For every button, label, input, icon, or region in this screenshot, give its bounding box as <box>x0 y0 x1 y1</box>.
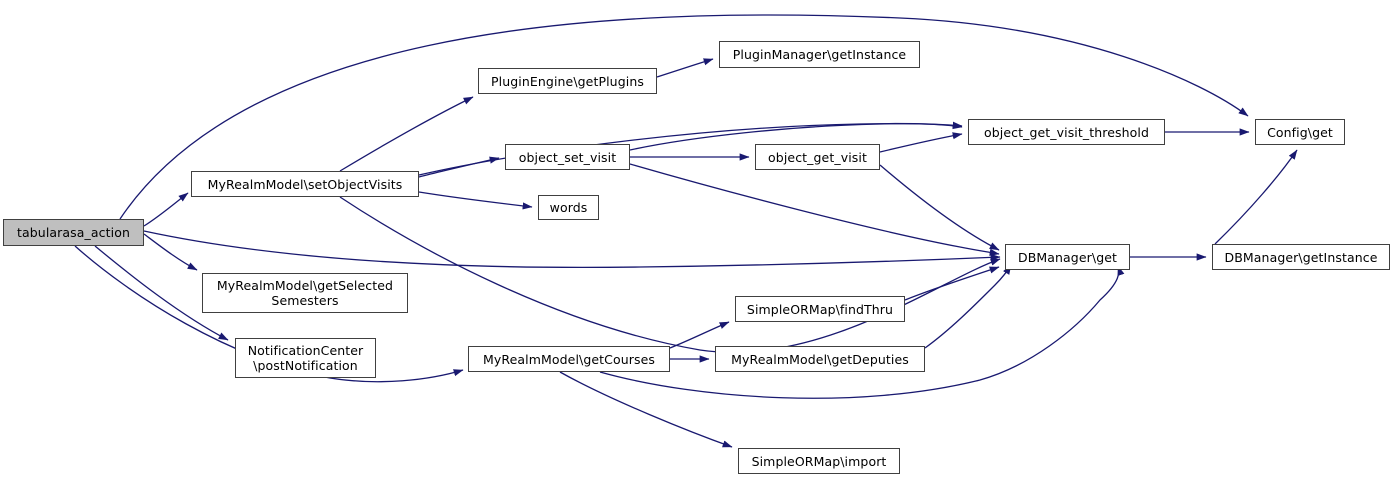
call-edge <box>629 163 1000 256</box>
node-words[interactable]: words <box>538 195 599 220</box>
call-edge <box>339 96 474 172</box>
node-object_get_visit[interactable]: object_get_visit <box>755 144 880 170</box>
call-edge <box>559 371 733 448</box>
node-DBManager_getInstance[interactable]: DBManager\getInstance <box>1212 244 1390 270</box>
call-edge <box>1214 149 1298 245</box>
call-edge <box>904 266 1000 301</box>
node-tabularasa_action[interactable]: tabularasa_action <box>3 219 144 246</box>
call-edge <box>418 191 533 210</box>
node-setObjectVisits[interactable]: MyRealmModel\setObjectVisits <box>191 171 419 197</box>
node-getSelectedSemesters[interactable]: MyRealmModel\getSelected Semesters <box>202 273 408 313</box>
call-edge <box>339 196 1001 354</box>
call-edge <box>418 156 500 178</box>
call-edge <box>143 233 198 271</box>
call-edge <box>879 164 1000 251</box>
call-edge <box>599 265 1125 399</box>
node-getPlugins[interactable]: PluginEngine\getPlugins <box>478 68 657 94</box>
call-edge <box>879 132 963 153</box>
node-import[interactable]: SimpleORMap\import <box>738 448 900 474</box>
node-DBManager_get[interactable]: DBManager\get <box>1005 244 1130 270</box>
node-object_set_visit[interactable]: object_set_visit <box>505 144 630 170</box>
node-Config_get[interactable]: Config\get <box>1255 119 1345 145</box>
node-findThru[interactable]: SimpleORMap\findThru <box>735 296 905 322</box>
node-getDeputies[interactable]: MyRealmModel\getDeputies <box>715 346 925 372</box>
call-edge <box>418 121 963 176</box>
call-edge <box>143 230 1001 269</box>
call-edge <box>669 321 730 349</box>
node-getInstancePM[interactable]: PluginManager\getInstance <box>719 41 920 68</box>
node-object_get_visit_threshold[interactable]: object_get_visit_threshold <box>968 119 1165 145</box>
call-edge <box>924 264 1012 349</box>
call-edge <box>656 58 714 78</box>
call-edge <box>143 192 189 227</box>
node-postNotification[interactable]: NotificationCenter \postNotification <box>235 338 376 378</box>
node-getCourses[interactable]: MyRealmModel\getCourses <box>468 346 670 372</box>
